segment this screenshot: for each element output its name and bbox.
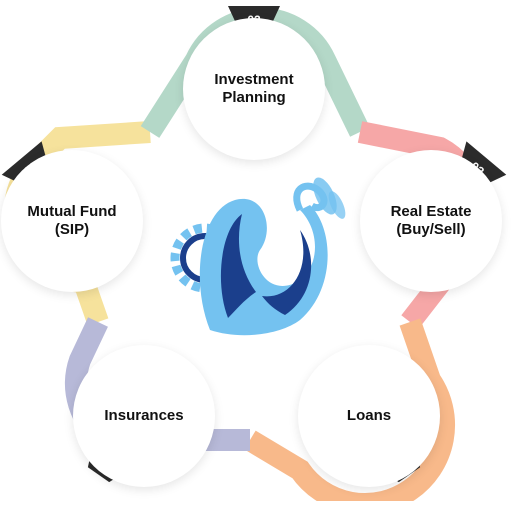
swan-gear-logo-icon xyxy=(170,177,346,336)
node-investment-planning: Investment Planning xyxy=(183,18,325,160)
node-loans: Loans xyxy=(298,345,440,487)
node-insurances: Insurances xyxy=(73,345,215,487)
node-loans-label: Loans xyxy=(346,407,392,424)
node-investment-planning-label: Investment Planning xyxy=(214,71,294,106)
node-real-estate: Real Estate (Buy/Sell) xyxy=(360,150,502,292)
node-mutual-fund-label: Mutual Fund (SIP) xyxy=(27,203,117,238)
node-insurances-label: Insurances xyxy=(104,407,184,424)
node-real-estate-label: Real Estate (Buy/Sell) xyxy=(390,203,472,238)
segment-loans xyxy=(244,318,455,506)
node-mutual-fund: Mutual Fund (SIP) xyxy=(1,150,143,292)
